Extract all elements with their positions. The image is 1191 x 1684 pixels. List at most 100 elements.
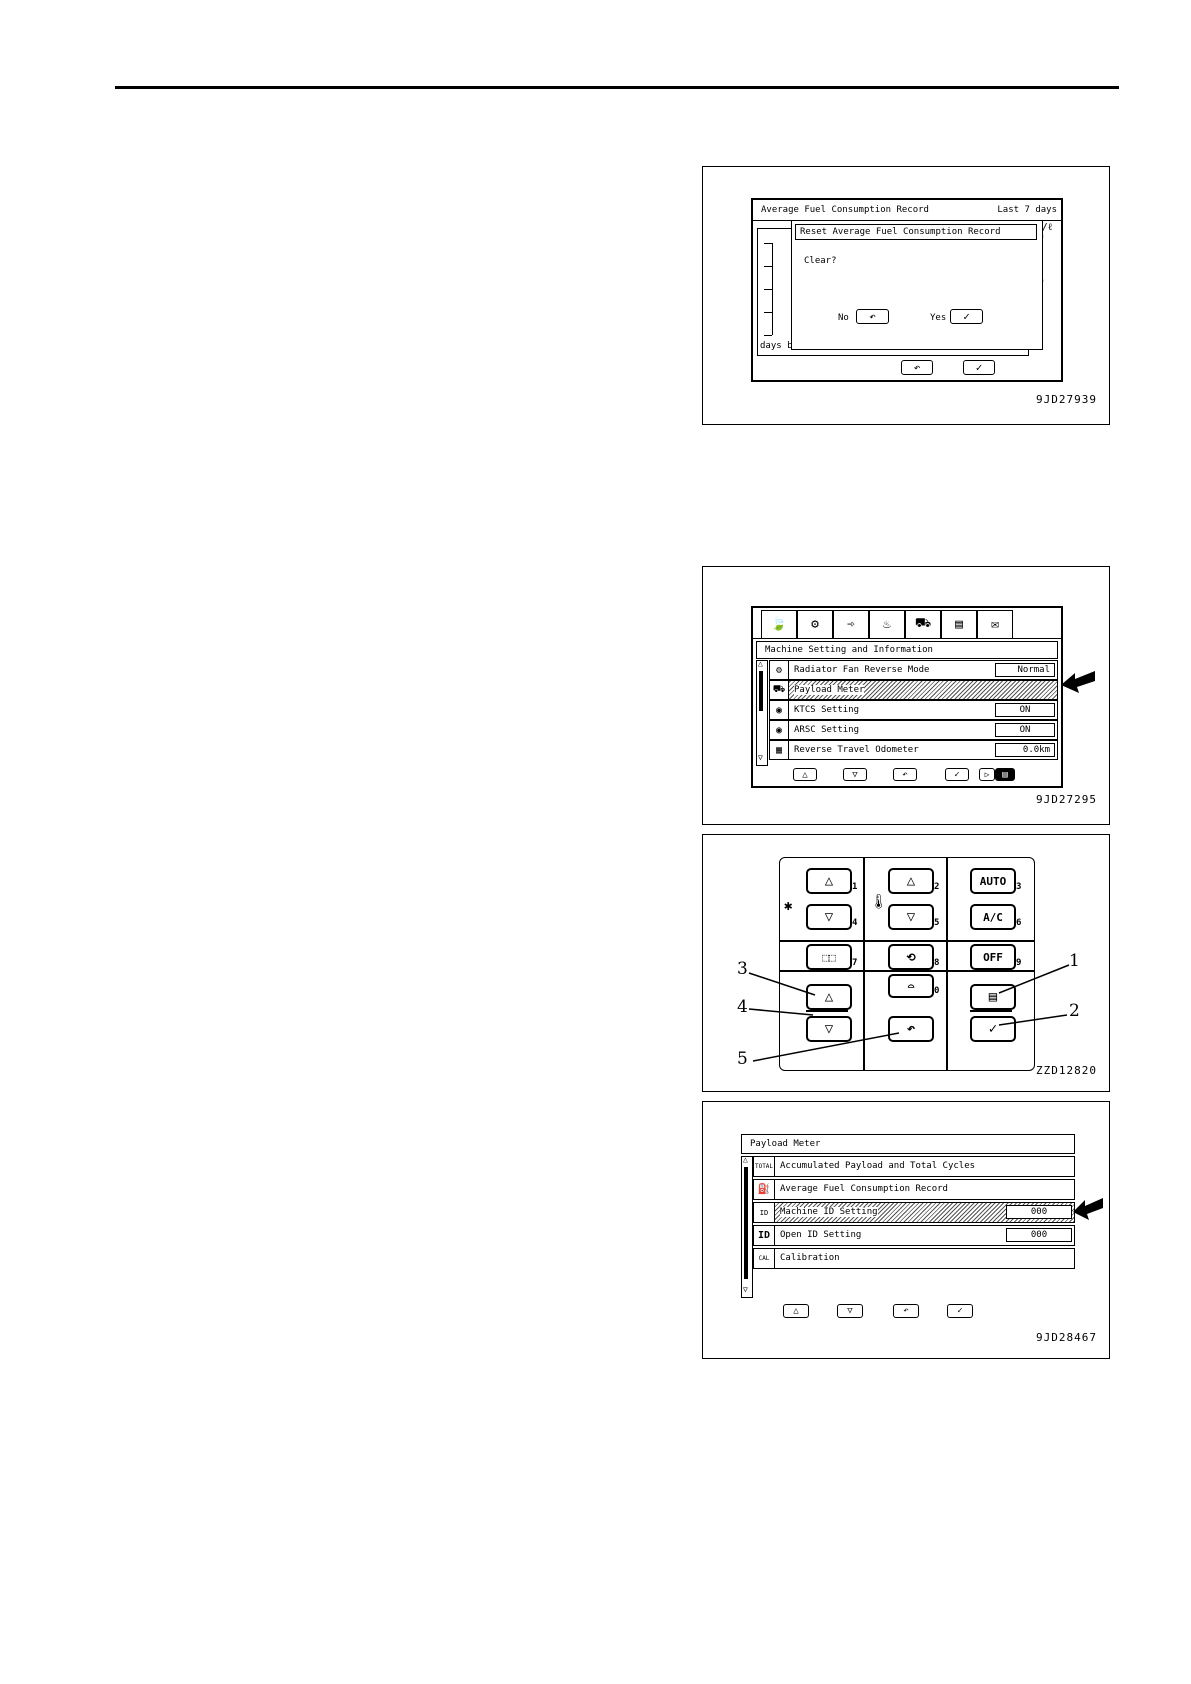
up-key[interactable]: △ — [783, 1304, 809, 1318]
scroll-thumb[interactable] — [744, 1167, 748, 1279]
tab-mail[interactable]: ✉ — [977, 610, 1013, 638]
open-id-icon: ID — [754, 1226, 775, 1245]
tab-machine[interactable]: ⛟ — [905, 610, 941, 638]
fan-down-button[interactable]: ▽ — [806, 904, 852, 930]
up-button[interactable]: △ — [806, 984, 852, 1010]
temp-up-button[interactable]: △ — [888, 868, 934, 894]
recirculation-icon: ⟲ — [906, 950, 916, 964]
up-key[interactable]: △ — [793, 768, 817, 781]
up-triangle-icon: △ — [824, 989, 834, 1005]
tab-leaf[interactable]: 🍃 — [761, 610, 797, 638]
tick-mark — [764, 312, 772, 313]
coolant-icon: ♨ — [883, 617, 891, 632]
pointer-arrow — [1073, 1198, 1103, 1220]
yes-button[interactable]: ✓ — [950, 309, 983, 324]
defroster-icon: ⌓ — [907, 979, 915, 993]
row-value: 000 — [1006, 1205, 1072, 1219]
list-item[interactable]: ⛽ Average Fuel Consumption Record — [753, 1179, 1075, 1200]
fan-up-button[interactable]: △ — [806, 868, 852, 894]
scroll-thumb[interactable] — [759, 671, 763, 711]
monitor-screen: 🍃 ⚙ ➾ ♨ ⛟ ▤ ✉ Machine Setting and Inform… — [751, 606, 1063, 788]
list-item[interactable]: ◉ ARSC Setting ON — [769, 720, 1058, 740]
figure-id: ZZD12820 — [1036, 1064, 1097, 1077]
figure-id: 9JD28467 — [1036, 1331, 1097, 1344]
list-item[interactable]: CAL Calibration — [753, 1248, 1075, 1269]
temp-down-button[interactable]: ▽ — [888, 904, 934, 930]
panel-divider — [780, 940, 1034, 942]
row-value: ON — [995, 723, 1055, 737]
off-button[interactable]: OFF — [970, 944, 1016, 970]
check-icon: ✓ — [957, 1306, 963, 1316]
list-item-selected[interactable]: ID Machine ID Setting 000 — [753, 1202, 1075, 1223]
back-key[interactable]: ↶ — [893, 768, 917, 781]
scroll-down-icon: ▽ — [758, 753, 763, 762]
no-button[interactable]: ↶ — [856, 309, 889, 324]
mail-icon: ✉ — [991, 617, 999, 632]
back-key[interactable]: ↶ — [901, 360, 933, 375]
tab-fuel-gauge[interactable]: ⚙ — [797, 610, 833, 638]
fuel-gauge-icon: ⚙ — [811, 617, 819, 632]
row-value: Normal — [995, 663, 1055, 677]
calibration-icon: CAL — [754, 1249, 775, 1268]
button-underline — [970, 1010, 1012, 1012]
down-key[interactable]: ▽ — [837, 1304, 863, 1318]
menu-key[interactable]: ▤ — [995, 768, 1015, 781]
menu-icon: ▤ — [1002, 769, 1008, 780]
enter-key[interactable]: ✓ — [945, 768, 969, 781]
vent-mode-icon: ⬚⬚ — [822, 950, 836, 964]
enter-button[interactable]: ✓ — [970, 1016, 1016, 1042]
scrollbar[interactable]: △ ▽ — [741, 1155, 753, 1298]
enter-key[interactable]: ✓ — [963, 360, 995, 375]
callout-number: 1 — [1069, 951, 1080, 971]
key-number: 5 — [934, 918, 940, 928]
down-triangle-icon: ▽ — [852, 769, 858, 780]
auto-button[interactable]: AUTO — [970, 868, 1016, 894]
figure-id: 9JD27939 — [1036, 393, 1097, 406]
list-item[interactable]: ⚙ Radiator Fan Reverse Mode Normal — [769, 660, 1058, 680]
vent-mode-button[interactable]: ⬚⬚ — [806, 944, 852, 970]
key-number: 9 — [1016, 958, 1022, 968]
callout-number: 4 — [737, 997, 748, 1017]
row-label: Calibration — [780, 1253, 840, 1263]
ac-button[interactable]: A/C — [970, 904, 1016, 930]
payload-icon: ⛟ — [770, 681, 789, 699]
dialog-title: Reset Average Fuel Consumption Record — [800, 227, 1001, 237]
row-label: Machine ID Setting — [780, 1207, 878, 1217]
odometer-icon: ▦ — [770, 741, 789, 759]
enter-key[interactable]: ✓ — [947, 1304, 973, 1318]
down-button[interactable]: ▽ — [806, 1016, 852, 1042]
next-page-key[interactable]: ▷ — [979, 768, 995, 781]
check-icon: ✓ — [988, 1021, 998, 1037]
defroster-button[interactable]: ⌓ — [888, 974, 934, 998]
scroll-down-icon: ▽ — [743, 1285, 748, 1294]
switch-panel: ✱ △ 1 ▽ 4 🌡 △ 2 ▽ 5 AUTO 3 A/C 6 ⬚⬚ 7 ⟲ … — [779, 857, 1035, 1071]
up-triangle-icon: △ — [793, 1306, 799, 1316]
back-button[interactable]: ↶ — [888, 1016, 934, 1042]
down-key[interactable]: ▽ — [843, 768, 867, 781]
menu-button[interactable]: ▤ — [970, 984, 1016, 1010]
list-item[interactable]: ▦ Reverse Travel Odometer 0.0km — [769, 740, 1058, 760]
list-item[interactable]: ID Open ID Setting 000 — [753, 1225, 1075, 1246]
scrollbar[interactable]: △ ▽ — [756, 659, 768, 766]
list-item[interactable]: ◉ KTCS Setting ON — [769, 700, 1058, 720]
tab-pipe[interactable]: ➾ — [833, 610, 869, 638]
back-arrow-icon: ↶ — [902, 769, 908, 780]
back-key[interactable]: ↶ — [893, 1304, 919, 1318]
tab-monitor[interactable]: ▤ — [941, 610, 977, 638]
row-value: ON — [995, 703, 1055, 717]
tab-coolant[interactable]: ♨ — [869, 610, 905, 638]
row-label: Reverse Travel Odometer — [794, 745, 919, 755]
tab-baseline — [753, 638, 1061, 639]
panel-divider — [863, 858, 865, 1070]
list-item-selected[interactable]: ⛟ Payload Meter — [769, 680, 1058, 700]
top-rule — [115, 86, 1119, 89]
list-item[interactable]: TOTAL Accumulated Payload and Total Cycl… — [753, 1156, 1075, 1177]
recirc-button[interactable]: ⟲ — [888, 944, 934, 970]
key-number: 8 — [934, 958, 940, 968]
back-arrow-icon: ↶ — [903, 1306, 909, 1316]
key-number: 6 — [1016, 918, 1022, 928]
key-number: 4 — [852, 918, 858, 928]
figure-fuel-record-reset: Average Fuel Consumption Record Last 7 d… — [702, 166, 1110, 425]
row-label: Open ID Setting — [780, 1230, 862, 1240]
yes-label: Yes — [930, 313, 947, 323]
